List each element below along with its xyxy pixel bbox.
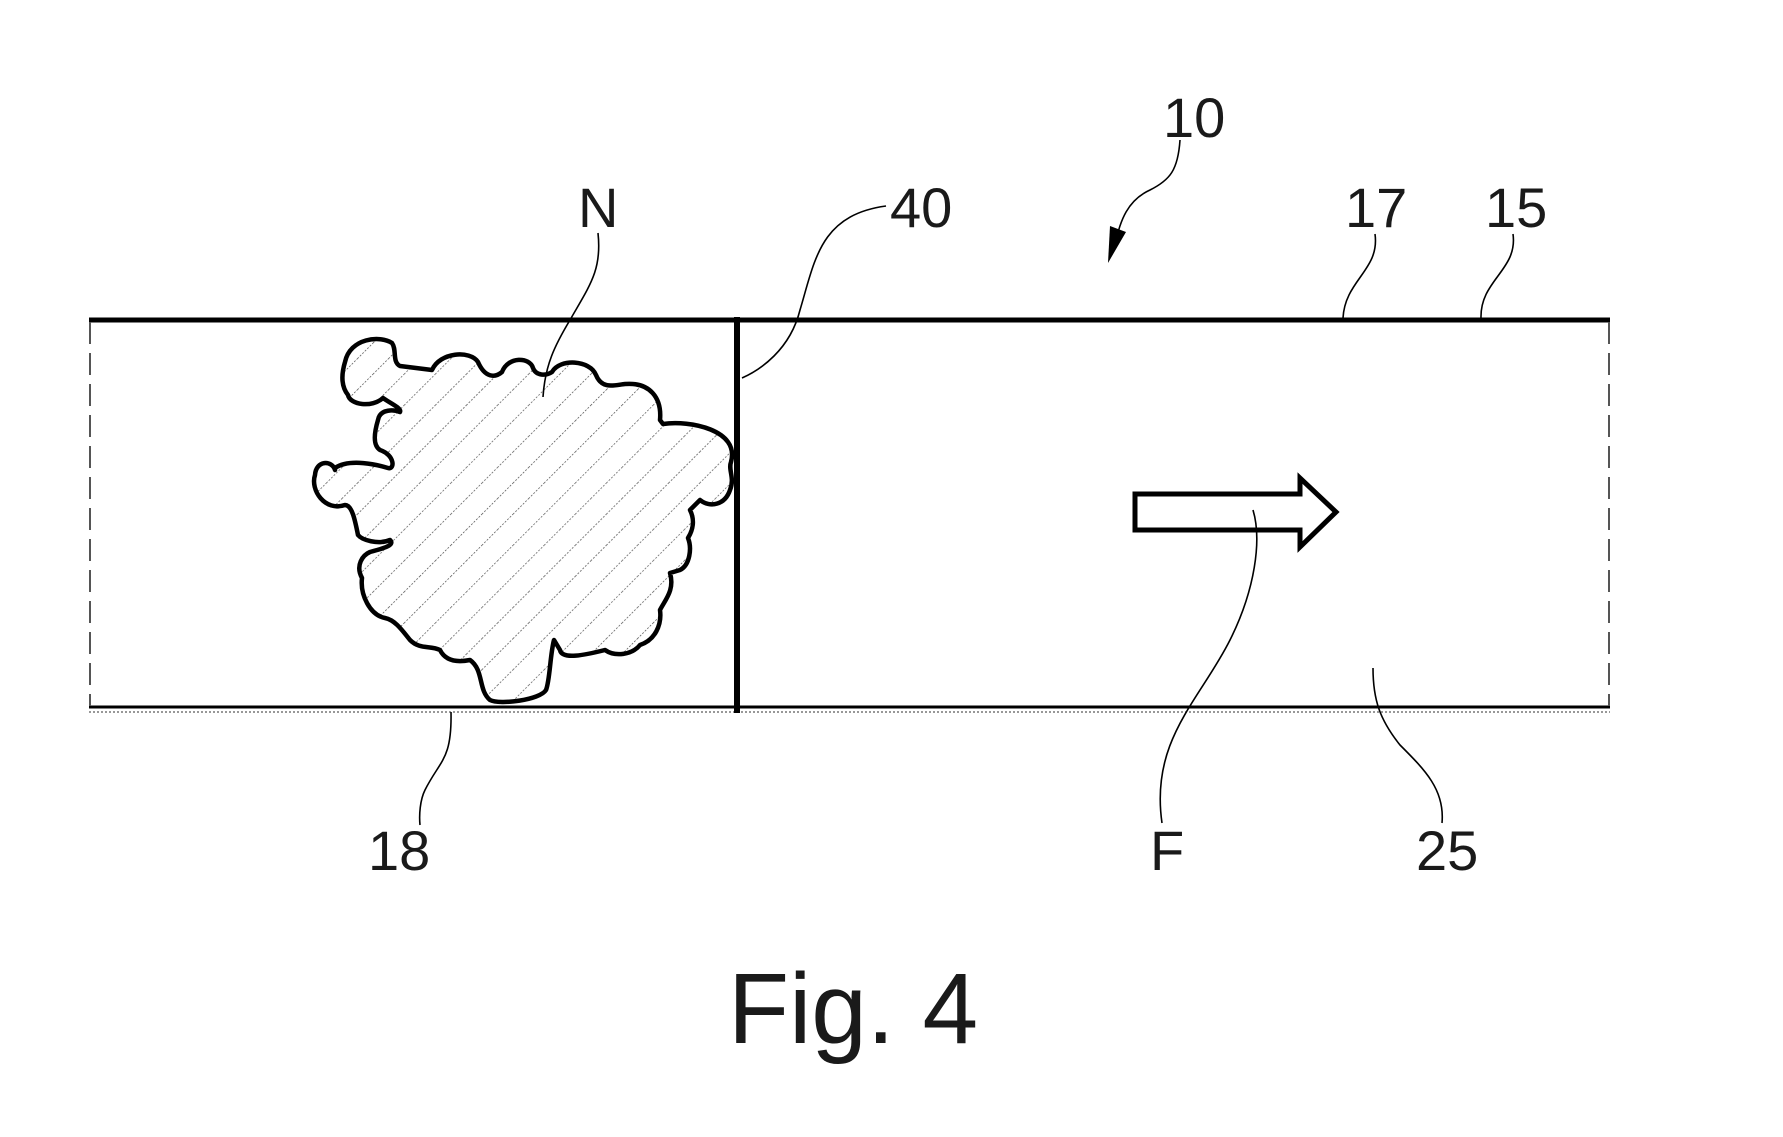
deposit-leader: [542, 232, 600, 398]
label-channel: 15: [1485, 176, 1547, 239]
deposit-blob: [311, 336, 735, 705]
figure-caption: Fig. 4: [728, 953, 978, 1065]
upper-wall-leader: [1342, 233, 1377, 319]
label-assembly: 10: [1163, 86, 1225, 149]
flow-leader: [1159, 509, 1258, 824]
lower-wall-leader: [418, 711, 452, 826]
label-barrier: 40: [890, 176, 952, 239]
label-interior: 25: [1416, 819, 1478, 882]
assembly-pointer-arrowhead-icon: [1108, 226, 1126, 263]
interior-leader: [1372, 667, 1444, 824]
barrier-leader: [741, 205, 887, 379]
label-deposit: N: [578, 176, 618, 239]
label-flow: F: [1150, 819, 1184, 882]
channel-leader: [1480, 233, 1515, 319]
channel-body: [89, 317, 1610, 713]
flow-arrow-icon: [1132, 472, 1340, 553]
label-upper-wall: 17: [1345, 176, 1407, 239]
assembly-pointer-leader: [1114, 139, 1181, 246]
label-lower-wall: 18: [368, 819, 430, 882]
